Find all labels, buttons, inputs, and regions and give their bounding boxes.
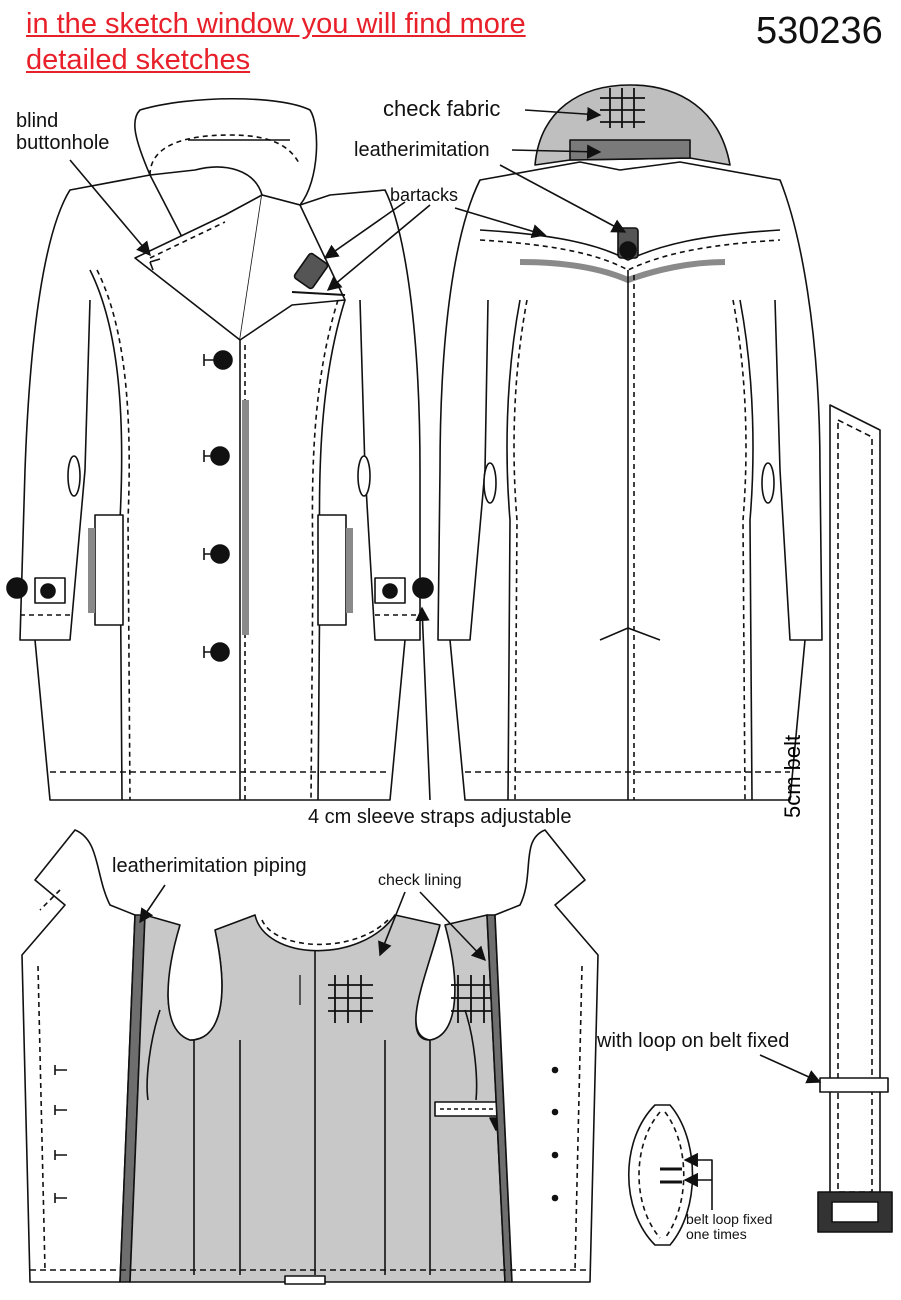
check-fabric-label: check fabric — [383, 96, 501, 121]
check-pattern-lining-center — [328, 975, 373, 1023]
notice-line-2: detailed sketches — [26, 44, 251, 76]
inside-view — [21, 829, 599, 1285]
leatherimitation-label: leatherimitation — [354, 139, 490, 161]
loop-on-belt-label: with loop on belt fixed — [597, 1030, 790, 1052]
blind-buttonhole-line-1: blind — [16, 110, 59, 132]
notice-line-1: in the sketch window you will find more — [26, 8, 526, 40]
belt-loop — [819, 1077, 889, 1093]
front-right-sleeve — [359, 189, 421, 641]
sketch-window-notice: in the sketch window you will find more … — [26, 6, 526, 78]
check-pattern-lining-right — [451, 975, 496, 1023]
belt-loop-line-2: one times — [686, 1226, 747, 1243]
check-lining-label: check lining — [378, 872, 462, 889]
belt-loop-label: belt loop fixed one times — [686, 1211, 773, 1243]
belt-loop-detail — [628, 1104, 694, 1246]
front-left-pocket — [94, 514, 124, 626]
front-right-pocket — [317, 514, 347, 626]
annotation-arrows — [69, 106, 822, 1210]
blind-buttonhole-line-2: buttonhole — [16, 132, 110, 154]
belt — [817, 404, 893, 1233]
back-view — [437, 84, 823, 801]
sleeve-straps-label: 4 cm sleeve straps adjustable — [308, 806, 572, 828]
belt-width-label: 5cm belt — [780, 734, 805, 818]
front-collar — [134, 97, 318, 206]
leatherimitation-piping-label: leatherimitation piping — [112, 855, 307, 877]
front-left-sleeve — [19, 189, 91, 641]
inside-left-front — [21, 829, 136, 1283]
belt-loop-line-1: belt loop fixed — [686, 1211, 773, 1227]
inside-right-front — [494, 829, 599, 1283]
bartacks-label: bartacks — [390, 185, 459, 205]
front-view — [6, 97, 434, 801]
article-number: 530236 — [756, 10, 883, 52]
check-pattern-collar — [600, 88, 645, 128]
blind-buttonhole-label: blind buttonhole — [16, 110, 109, 154]
front-buttons — [203, 350, 233, 662]
